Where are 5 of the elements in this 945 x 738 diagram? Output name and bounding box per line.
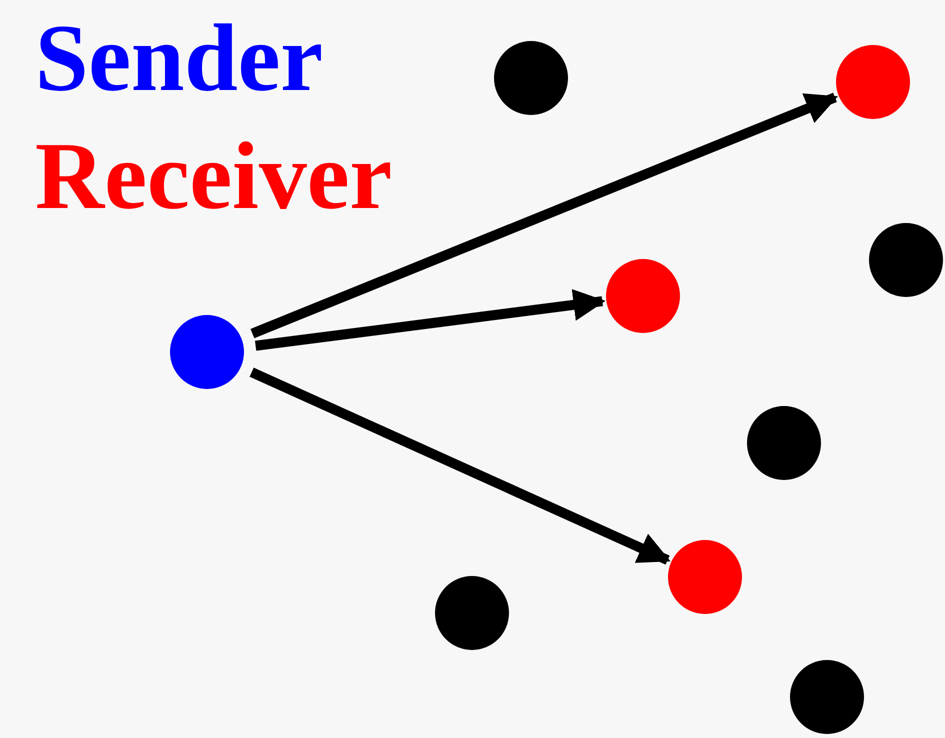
- arrow: [254, 289, 606, 351]
- arrow: [250, 92, 838, 338]
- legend-label: Receiver: [35, 128, 392, 224]
- legend-label: Sender: [35, 10, 323, 106]
- arrow: [250, 368, 671, 565]
